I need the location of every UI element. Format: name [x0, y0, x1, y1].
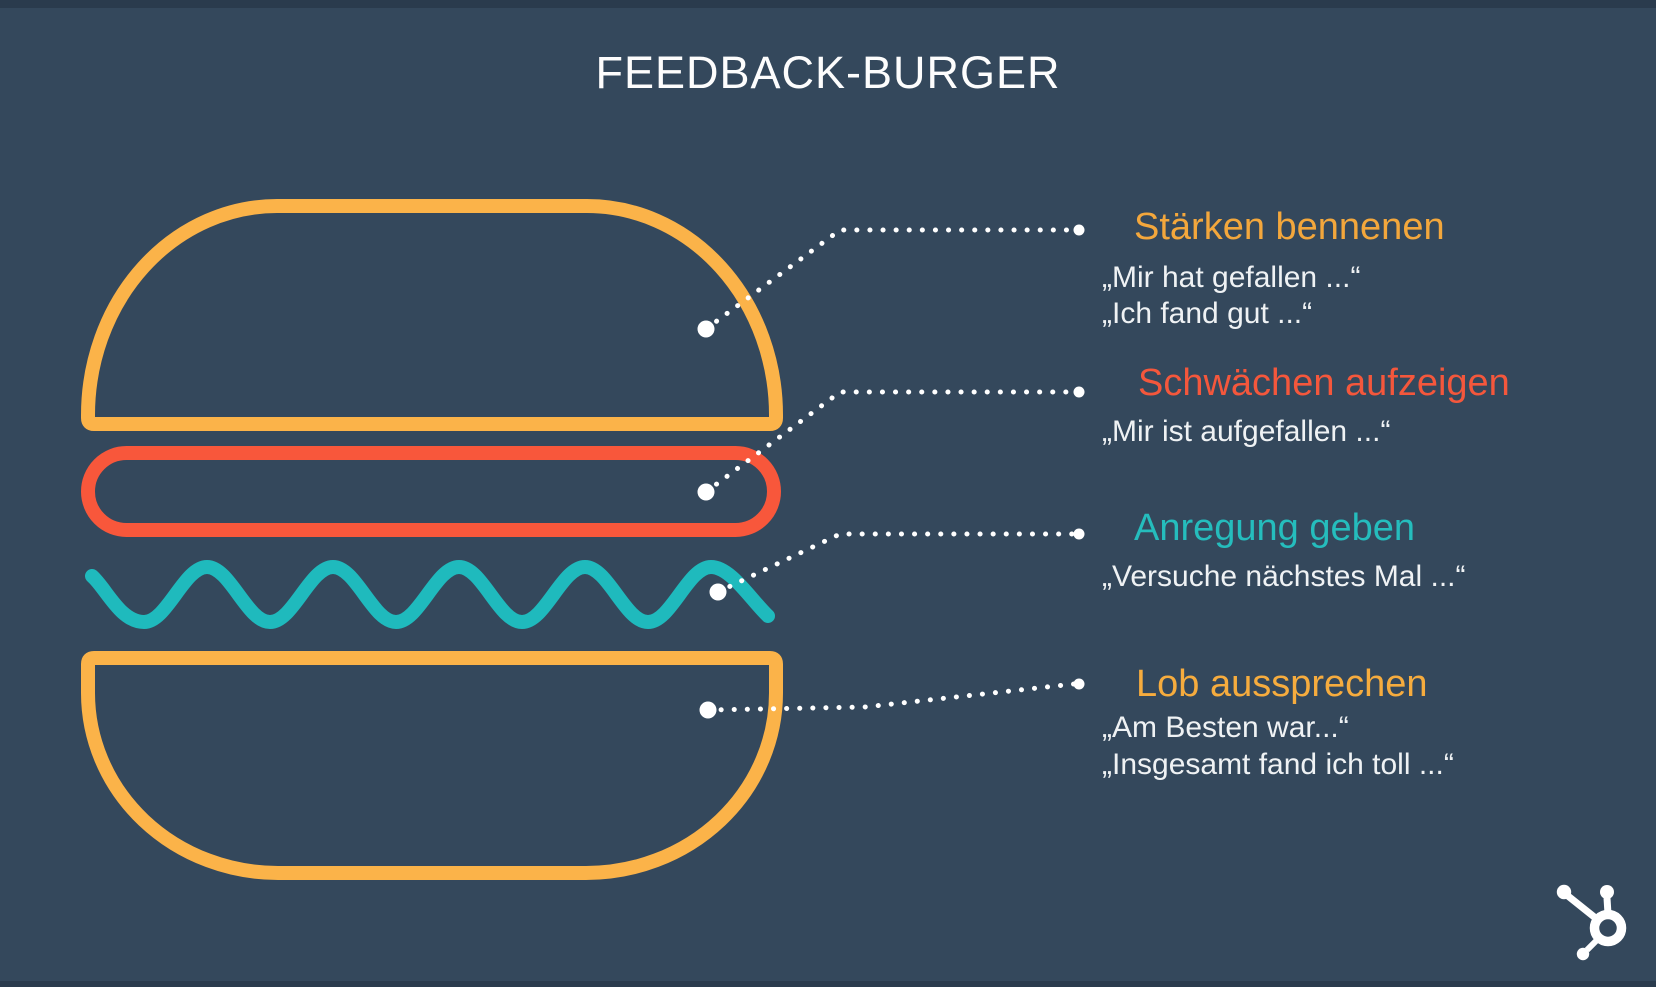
callout-label-suggestion: Anregung geben — [1134, 507, 1416, 549]
callout-line-1 — [703, 227, 1077, 332]
page-title: FEEDBACK-BURGER — [595, 47, 1061, 98]
sprocket-spoke-left — [1565, 893, 1601, 923]
top-edge-strip — [0, 0, 1656, 8]
end-dot-3 — [1073, 528, 1085, 540]
sprocket-spoke-top — [1603, 897, 1612, 915]
callout-line-3 — [715, 531, 1077, 595]
anchor-dot-1 — [697, 320, 715, 338]
hubspot-sprocket-icon — [1556, 884, 1627, 961]
anchor-dot-4 — [699, 701, 717, 719]
anchor-dot-3 — [709, 583, 727, 601]
callout-label-praise: Lob aussprechen — [1136, 663, 1428, 705]
end-dot-2 — [1073, 386, 1085, 398]
callout-line-2 — [703, 389, 1077, 495]
callout-label-weaknesses: Schwächen aufzeigen — [1138, 362, 1510, 404]
callout-quote: „Ich fand gut ...“ — [1102, 297, 1313, 330]
callout-label-strengths: Stärken bennenen — [1134, 206, 1445, 248]
callout-quote: „Mir hat gefallen ...“ — [1102, 261, 1361, 294]
end-dot-4 — [1073, 678, 1085, 690]
sauce-wave — [85, 559, 775, 630]
callout-line-4 — [705, 681, 1077, 713]
bottom-edge-strip — [0, 981, 1656, 987]
callout-quote: „Am Besten war...“ — [1102, 711, 1349, 744]
callout-quote: „Insgesamt fand ich toll ...“ — [1102, 748, 1454, 781]
sprocket-node-bottom — [1576, 947, 1590, 961]
sprocket-spoke-bottom — [1584, 935, 1602, 953]
callout-quote: „Versuche nächstes Mal ...“ — [1102, 560, 1466, 593]
callout-quote: „Mir ist aufgefallen ...“ — [1102, 415, 1391, 448]
patty-outline — [81, 446, 781, 537]
bottom-bun-outline — [81, 651, 783, 880]
anchor-dot-2 — [697, 483, 715, 501]
end-dot-1 — [1073, 224, 1085, 236]
sprocket-node-top — [1600, 885, 1614, 899]
sprocket-node-left — [1556, 884, 1572, 900]
sprocket-ring — [1589, 909, 1627, 947]
top-bun-outline — [81, 199, 783, 431]
